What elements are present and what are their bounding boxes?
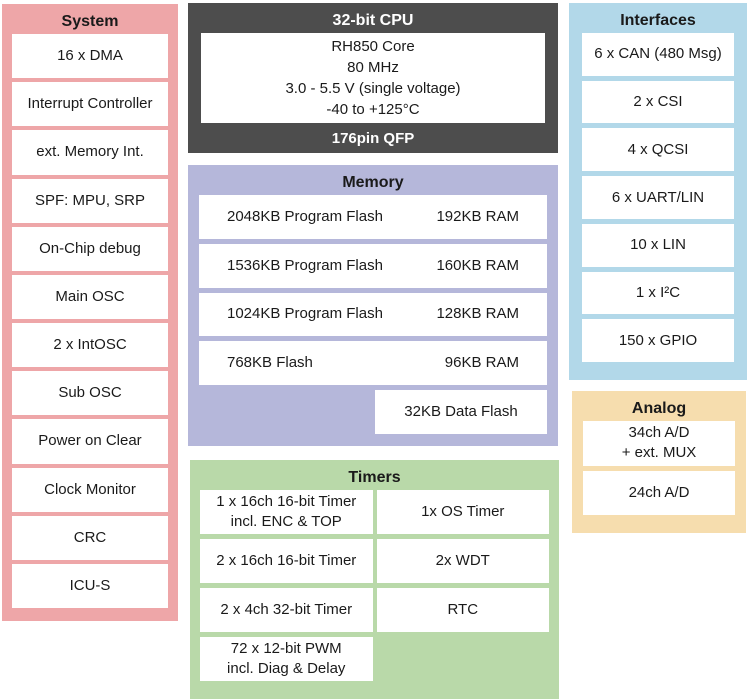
analog-title: Analog bbox=[631, 400, 687, 417]
timer-cell-16ch-enc-top: 1 x 16ch 16-bit Timer incl. ENC & TOP bbox=[200, 490, 373, 534]
cpu-title: 32-bit CPU bbox=[332, 12, 414, 29]
memory-ram-size: 192KB RAM bbox=[436, 207, 519, 225]
empty-timer-cell bbox=[377, 637, 550, 681]
memory-flash-size: 1024KB Program Flash bbox=[227, 305, 383, 323]
system-item-icu-s: ICU-S bbox=[12, 563, 168, 609]
system-item-sub-osc: Sub OSC bbox=[12, 371, 168, 416]
memory-title: Memory bbox=[342, 174, 404, 191]
memory-row: 1024KB Program Flash 128KB RAM bbox=[199, 292, 547, 337]
memory-flash-size: 768KB Flash bbox=[227, 354, 313, 372]
cpu-package: 176pin QFP bbox=[331, 129, 415, 147]
system-item-spf: SPF: MPU, SRP bbox=[12, 178, 168, 223]
cpu-core-box: RH850 Core 80 MHz 3.0 - 5.5 V (single vo… bbox=[201, 33, 545, 123]
timer-cell-pwm: 72 x 12-bit PWM incl. Diag & Delay bbox=[200, 637, 373, 681]
system-title: System bbox=[61, 13, 119, 30]
analog-item-24ch-ad: 24ch A/D bbox=[583, 470, 735, 515]
interface-item-gpio: 150 x GPIO bbox=[582, 319, 734, 363]
analog-item-list: 34ch A/D + ext. MUX 24ch A/D bbox=[572, 421, 746, 533]
timers-panel: Timers 1 x 16ch 16-bit Timer incl. ENC &… bbox=[190, 460, 559, 699]
cpu-frequency: 80 MHz bbox=[347, 59, 399, 76]
interface-item-qcsi: 4 x QCSI bbox=[582, 128, 734, 172]
timer-cell-os-timer: 1x OS Timer bbox=[376, 490, 549, 534]
interface-item-i2c: 1 x I²C bbox=[582, 271, 734, 315]
system-item-list: 16 x DMA Interrupt Controller ext. Memor… bbox=[2, 34, 178, 621]
system-item-intosc: 2 x IntOSC bbox=[12, 323, 168, 368]
memory-row-list: 2048KB Program Flash 192KB RAM 1536KB Pr… bbox=[188, 195, 558, 446]
cpu-temperature-range: -40 to +125°C bbox=[326, 101, 420, 118]
system-item-crc: CRC bbox=[12, 515, 168, 560]
timers-grid: 1 x 16ch 16-bit Timer incl. ENC & TOP 1x… bbox=[190, 490, 559, 699]
memory-row: 2048KB Program Flash 192KB RAM bbox=[199, 195, 547, 239]
system-item-ext-memory-int: ext. Memory Int. bbox=[12, 130, 168, 175]
memory-flash-size: 2048KB Program Flash bbox=[227, 207, 383, 225]
interface-item-csi: 2 x CSI bbox=[582, 80, 734, 124]
interface-item-uart-lin: 6 x UART/LIN bbox=[582, 176, 734, 219]
analog-item-34ch-ad: 34ch A/D + ext. MUX bbox=[583, 421, 735, 466]
memory-row: 1536KB Program Flash 160KB RAM bbox=[199, 243, 547, 288]
memory-data-flash: 32KB Data Flash bbox=[375, 390, 547, 434]
cpu-panel: 32-bit CPU RH850 Core 80 MHz 3.0 - 5.5 V… bbox=[188, 3, 558, 153]
interfaces-item-list: 6 x CAN (480 Msg) 2 x CSI 4 x QCSI 6 x U… bbox=[569, 33, 747, 380]
timer-cell-4ch-32bit: 2 x 4ch 32-bit Timer bbox=[200, 588, 373, 632]
memory-ram-size: 96KB RAM bbox=[444, 354, 519, 372]
analog-panel: Analog 34ch A/D + ext. MUX 24ch A/D bbox=[572, 391, 746, 533]
memory-flash-size: 1536KB Program Flash bbox=[227, 256, 383, 274]
timer-cell-wdt: 2x WDT bbox=[376, 539, 549, 583]
system-item-on-chip-debug: On-Chip debug bbox=[12, 226, 168, 271]
system-panel: System 16 x DMA Interrupt Controller ext… bbox=[2, 4, 178, 621]
memory-row: 768KB Flash 96KB RAM bbox=[199, 341, 547, 386]
cpu-core-name: RH850 Core bbox=[331, 38, 415, 55]
memory-ram-size: 160KB RAM bbox=[436, 256, 519, 274]
interfaces-title: Interfaces bbox=[620, 12, 696, 29]
timer-cell-rtc: RTC bbox=[376, 588, 549, 632]
interface-item-lin: 10 x LIN bbox=[582, 223, 734, 267]
system-item-clock-monitor: Clock Monitor bbox=[12, 467, 168, 512]
system-item-power-on-clear: Power on Clear bbox=[12, 419, 168, 464]
interfaces-panel: Interfaces 6 x CAN (480 Msg) 2 x CSI 4 x… bbox=[569, 3, 747, 380]
system-item-dma: 16 x DMA bbox=[12, 34, 168, 79]
memory-ram-size: 128KB RAM bbox=[436, 305, 519, 323]
memory-panel: Memory 2048KB Program Flash 192KB RAM 15… bbox=[188, 165, 558, 446]
cpu-voltage: 3.0 - 5.5 V (single voltage) bbox=[285, 80, 461, 97]
timer-cell-16ch-16bit: 2 x 16ch 16-bit Timer bbox=[200, 539, 373, 583]
system-item-main-osc: Main OSC bbox=[12, 274, 168, 320]
timers-title: Timers bbox=[348, 469, 401, 486]
system-item-interrupt-controller: Interrupt Controller bbox=[12, 82, 168, 127]
interface-item-can: 6 x CAN (480 Msg) bbox=[582, 33, 734, 76]
